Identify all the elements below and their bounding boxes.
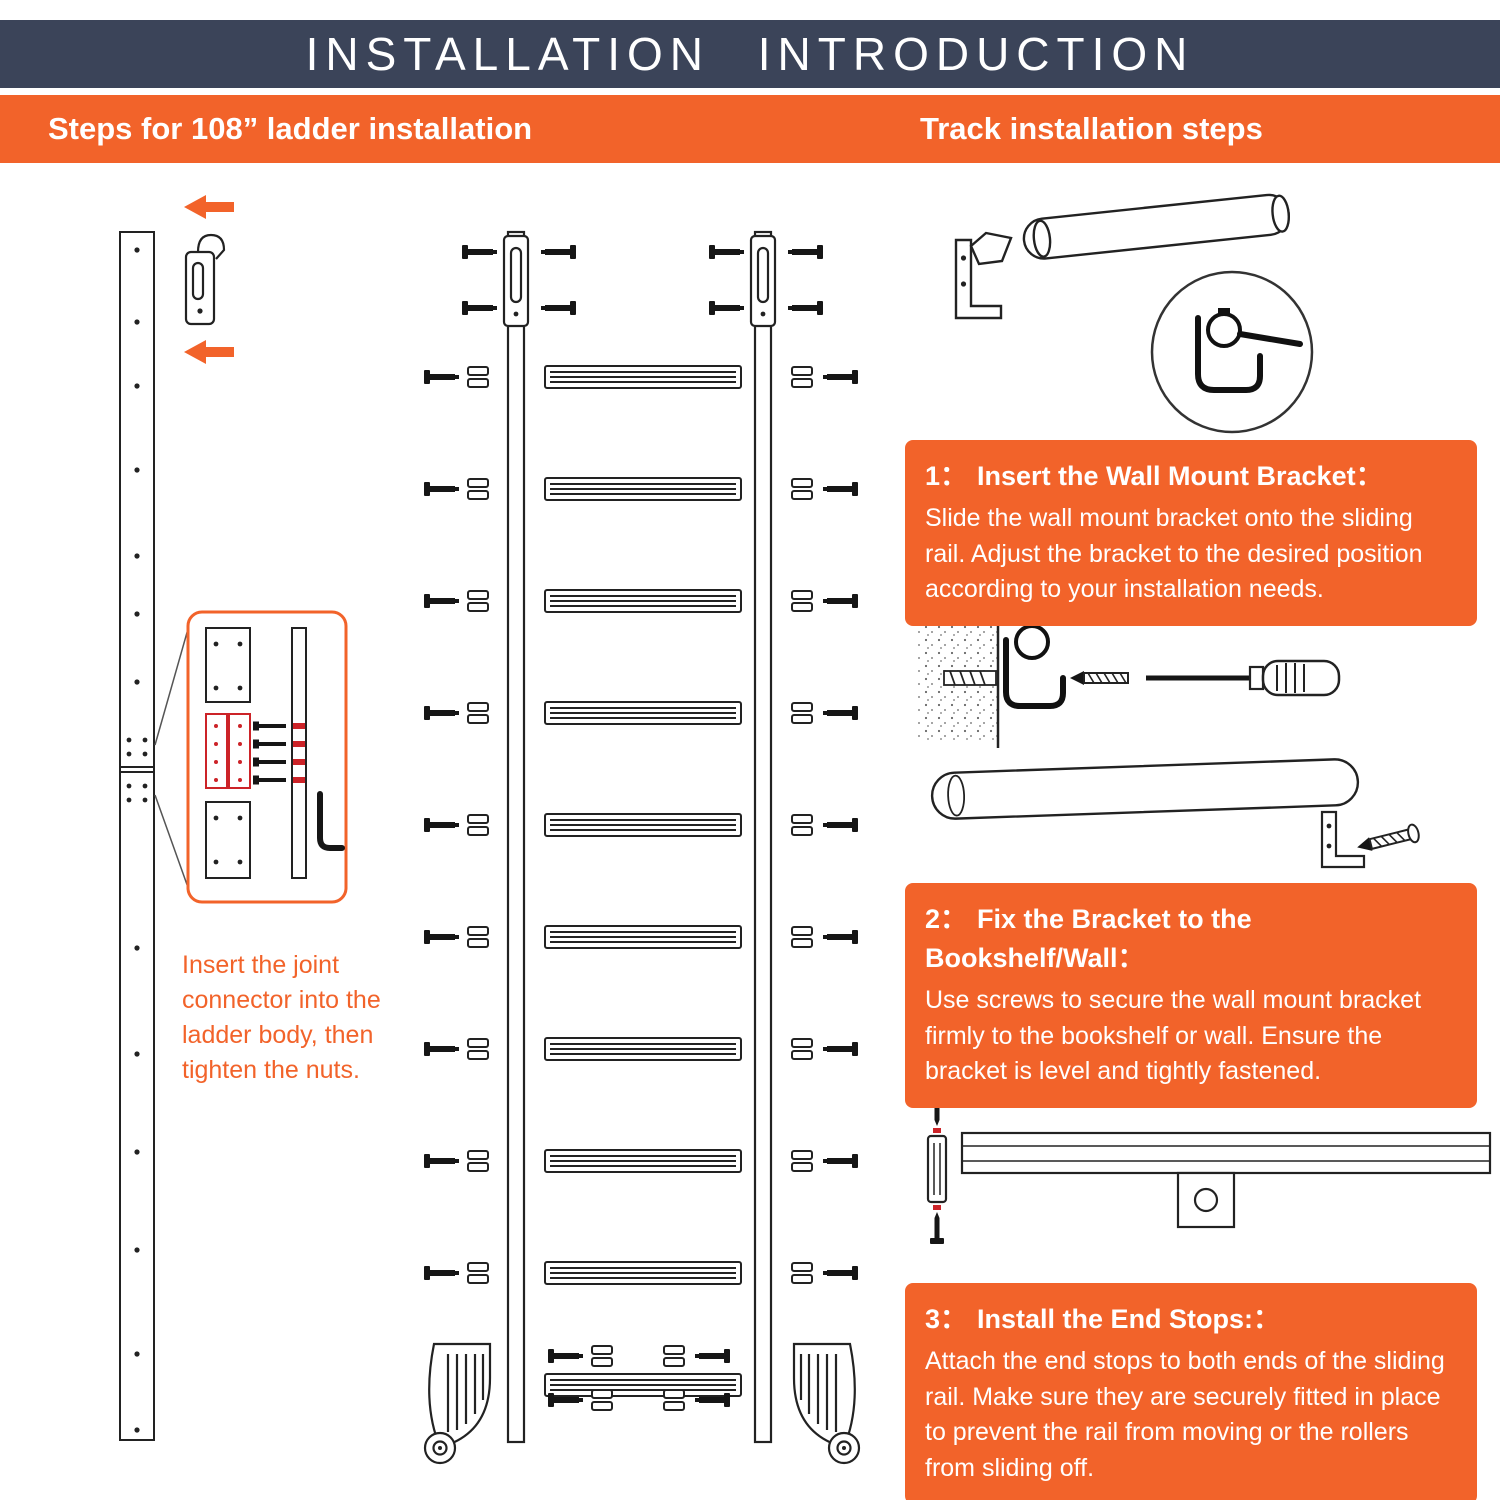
step-2-body: Use screws to secure the wall mount brac… — [925, 986, 1422, 1085]
step-3-number: 3： — [925, 1304, 968, 1334]
ladder-side-rail-drawing — [119, 231, 155, 1441]
step-1-body: Slide the wall mount bracket onto the sl… — [925, 504, 1423, 603]
orange-arrow-icon — [184, 195, 234, 219]
end-stop-drawing — [926, 1094, 1492, 1244]
bracket-detail-magnifier — [1150, 270, 1314, 434]
wall-mounting-drawing — [918, 610, 1341, 748]
step-1-box: 1： Insert the Wall Mount Bracket： Slide t… — [905, 440, 1477, 626]
orange-arrow-icon — [184, 340, 234, 364]
page-title: INSTALLATION INTRODUCTION — [305, 28, 1195, 80]
step-3-heading: 3： Install the End Stops:： — [925, 1297, 1457, 1336]
joint-detail-callout — [154, 610, 348, 904]
ladder-exploded-drawing — [423, 230, 861, 1465]
track-section-title: Track installation steps — [920, 111, 1263, 146]
step-3-box: 3： Install the End Stops:： Attach the end… — [905, 1283, 1477, 1500]
screw-icon — [1070, 671, 1129, 685]
step-1-number: 1： — [925, 461, 968, 491]
step-3-body: Attach the end stops to both ends of the… — [925, 1347, 1445, 1482]
step-2-title: Fix the Bracket to the Bookshelf/Wall： — [925, 904, 1252, 973]
step-2-number: 2： — [925, 904, 968, 934]
rail-and-bracket-drawing — [954, 193, 1290, 320]
step-2-box: 2：Fix the Bracket to the Bookshelf/Wall：… — [905, 883, 1477, 1108]
page-header: INSTALLATION INTRODUCTION — [0, 20, 1500, 88]
hook-bracket-drawing — [184, 233, 226, 326]
step-3-title: Install the End Stops:： — [977, 1304, 1281, 1334]
step-1-heading: 1： Insert the Wall Mount Bracket： — [925, 454, 1457, 493]
allen-key-icon — [317, 791, 345, 851]
ladder-section-title: Steps for 108” ladder installation — [48, 111, 533, 146]
roller-wheel-drawing — [423, 1342, 861, 1465]
step-1-title: Insert the Wall Mount Bracket： — [977, 461, 1383, 491]
screwdriver-icon — [1146, 659, 1341, 697]
joint-connector-note: Insert the joint connector into the ladd… — [182, 951, 381, 1084]
rail-underside-bracket-drawing — [930, 758, 1420, 869]
section-header-bar: Steps for 108” ladder installation Track… — [0, 95, 1500, 163]
screw-icon — [1357, 823, 1420, 851]
step-2-heading: 2：Fix the Bracket to the Bookshelf/Wall： — [925, 897, 1457, 975]
